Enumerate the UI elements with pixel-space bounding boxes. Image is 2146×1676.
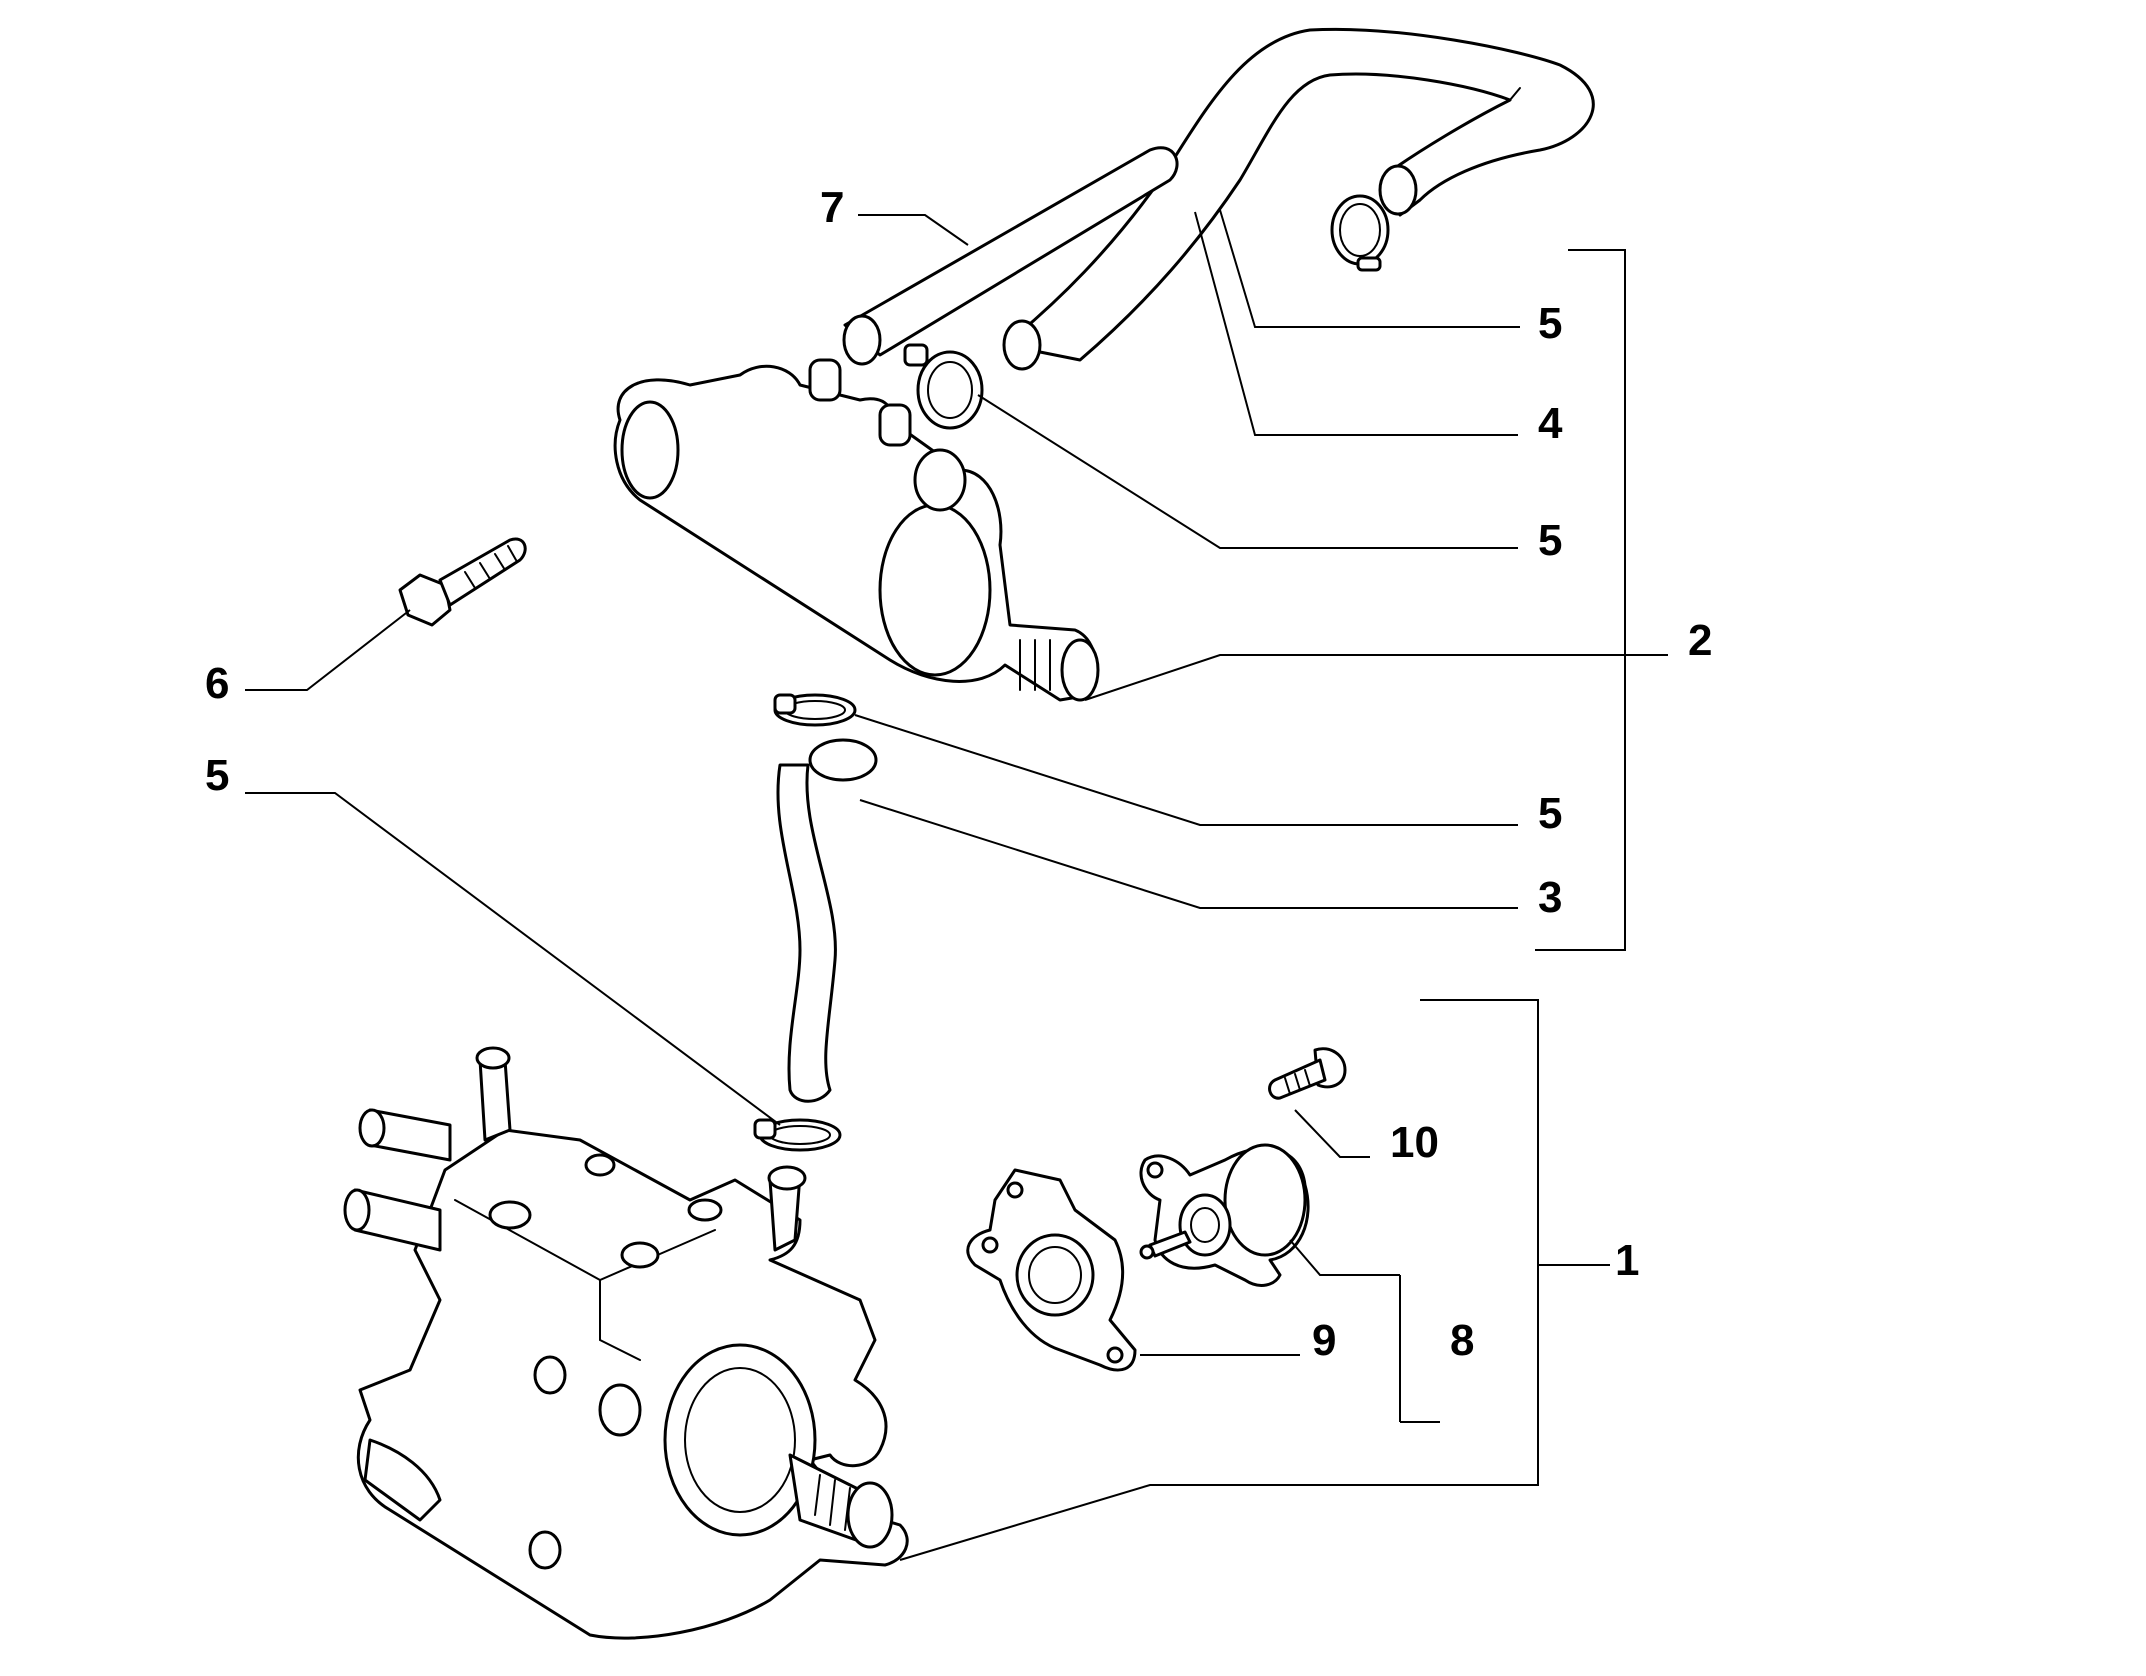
callout-labels: 7 5 4 5 2 6 5 5 3 10 1 9 8 [205, 183, 1712, 1365]
hose-clamp-top [1330, 194, 1390, 272]
return-pipe [1002, 27, 1595, 371]
straight-pipe [842, 146, 1179, 366]
hose-clamp-upper-left [903, 343, 984, 430]
callout-4: 4 [1538, 399, 1563, 448]
callout-5-left: 5 [205, 751, 229, 800]
gasket [966, 1168, 1137, 1372]
callout-10: 10 [1390, 1118, 1439, 1167]
callout-5-right: 5 [1538, 789, 1562, 838]
pressure-regulator [1139, 1143, 1310, 1287]
leader-lines [245, 209, 1668, 1561]
filter-housing [613, 358, 1100, 702]
hose-clamp-lower [753, 1118, 842, 1152]
high-pressure-pump [343, 1046, 909, 1640]
callout-9: 9 [1312, 1316, 1336, 1365]
callout-8: 8 [1450, 1316, 1474, 1365]
bolt [398, 537, 527, 627]
hose-clamp-middle [773, 693, 857, 727]
callout-2: 2 [1688, 616, 1712, 665]
callout-1: 1 [1615, 1236, 1639, 1285]
screw [1268, 1047, 1347, 1100]
callout-5-top: 5 [1538, 299, 1562, 348]
callout-7: 7 [820, 183, 844, 232]
callout-3: 3 [1538, 873, 1562, 922]
connecting-hose [776, 738, 878, 1103]
callout-5-upper: 5 [1538, 516, 1562, 565]
callout-6: 6 [205, 659, 229, 708]
